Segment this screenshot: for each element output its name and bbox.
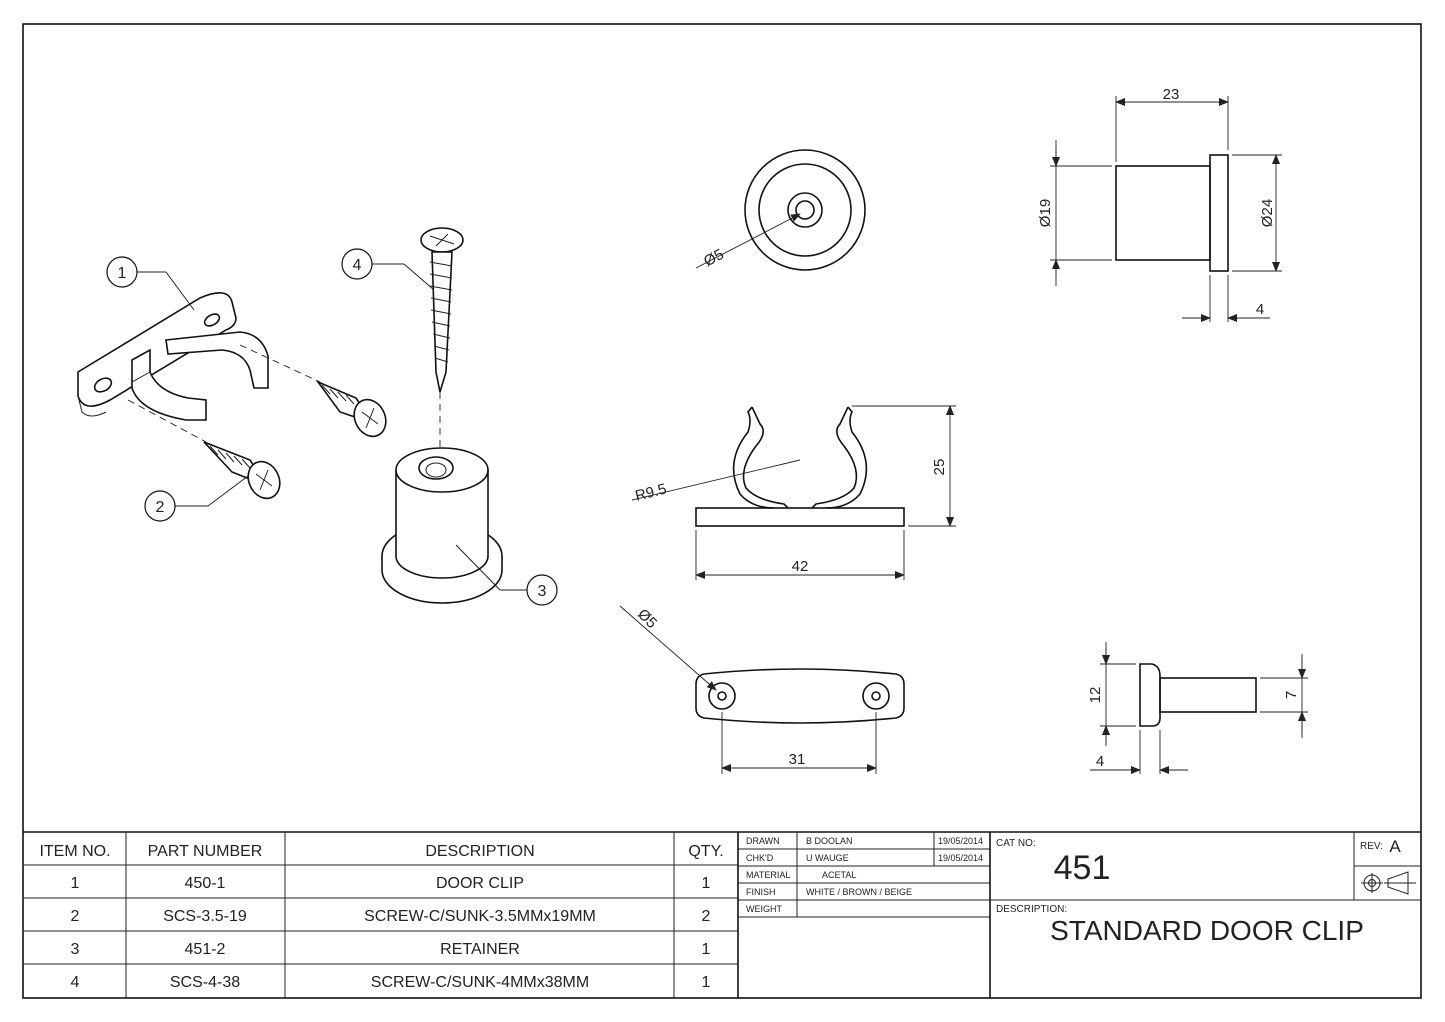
dim-base: 42	[792, 558, 809, 575]
bom-row-1-item: 1	[71, 875, 80, 892]
dim-height: 25	[931, 459, 948, 476]
clip-front-view	[631, 405, 956, 580]
bom-row-4-item: 4	[71, 974, 80, 991]
material-value: ACETAL	[822, 870, 856, 880]
bom-table	[23, 831, 739, 998]
balloon-3: 3	[455, 544, 558, 606]
weight-label: WEIGHT	[746, 904, 782, 914]
bom-header-desc: DESCRIPTION	[425, 843, 534, 860]
finish-value: WHITE / BROWN / BEIGE	[806, 887, 912, 897]
bom-row-1-desc: DOOR CLIP	[436, 875, 524, 892]
checked-name: U WAUGE	[806, 853, 849, 863]
rev-label: REV:	[1360, 841, 1383, 852]
drawn-name: B DOOLAN	[806, 836, 853, 846]
balloon-4: 4	[341, 248, 435, 291]
cat-no-value: 451	[1054, 849, 1111, 887]
material-label: MATERIAL	[746, 870, 790, 880]
bom-row-3-item: 3	[71, 941, 80, 958]
drawn-date: 19/05/2014	[938, 836, 983, 846]
clip-axis-1	[239, 344, 321, 383]
projection-symbol-icon	[1361, 871, 1416, 895]
sheet-border	[22, 23, 1422, 999]
iso-screw-long	[420, 227, 464, 393]
svg-text:2: 2	[156, 499, 165, 516]
checked-label: CHK'D	[746, 853, 774, 863]
dim-width: 23	[1163, 86, 1180, 103]
bom-row-3-part: 451-2	[185, 941, 226, 958]
bom-row-3-qty: 1	[702, 941, 711, 958]
dim-side-pin: 7	[1283, 691, 1300, 699]
dim-hole: Ø5	[634, 606, 660, 632]
description-value: STANDARD DOOR CLIP	[1050, 915, 1364, 946]
dim-flange: 4	[1256, 301, 1264, 318]
dim-side-flange: 4	[1096, 753, 1104, 770]
svg-text:1: 1	[118, 265, 127, 282]
dim-side-height: 12	[1087, 687, 1104, 704]
bom-row-2-item: 2	[71, 908, 80, 925]
iso-door-clip	[77, 292, 269, 421]
iso-retainer	[381, 447, 503, 604]
checked-date: 19/05/2014	[938, 853, 983, 863]
bom-row-4-qty: 1	[702, 974, 711, 991]
iso-screw-lower	[203, 441, 281, 500]
retainer-top-view	[695, 149, 866, 271]
rev-value: A	[1389, 837, 1401, 856]
clip-plan-view	[619, 605, 905, 774]
bom-row-1-qty: 1	[702, 875, 711, 892]
bom-row-1-part: 450-1	[185, 875, 226, 892]
dim-outer-dia: Ø24	[1259, 199, 1276, 227]
svg-text:3: 3	[538, 583, 547, 600]
bom-row-2-part: SCS-3.5-19	[163, 908, 247, 925]
bom-header-item: ITEM NO.	[39, 843, 110, 860]
dim-inner-dia: Ø19	[1037, 199, 1054, 227]
bom-header-qty: QTY.	[688, 843, 723, 860]
dim-top-center: Ø5	[701, 246, 727, 270]
balloon-1: 1	[106, 256, 195, 311]
dim-radius: R9.5	[633, 481, 668, 505]
iso-screw-upper	[315, 380, 387, 438]
bom-row-2-desc: SCREW-C/SUNK-3.5MMx19MM	[364, 908, 596, 925]
balloon-2: 2	[144, 475, 249, 522]
clip-side-view	[1090, 642, 1308, 774]
svg-text:4: 4	[353, 257, 362, 274]
description-label: DESCRIPTION:	[996, 904, 1067, 915]
title-block-grid	[738, 831, 1421, 998]
bom-row-3-desc: RETAINER	[440, 941, 520, 958]
finish-label: FINISH	[746, 887, 776, 897]
clip-axis-2	[127, 399, 207, 443]
cat-no-label: CAT NO:	[996, 838, 1036, 849]
bom-row-4-part: SCS-4-38	[170, 974, 240, 991]
bom-row-4-desc: SCREW-C/SUNK-4MMx38MM	[371, 974, 589, 991]
dim-holes: 31	[789, 751, 806, 768]
drawn-label: DRAWN	[746, 836, 780, 846]
bom-header-part: PART NUMBER	[148, 843, 263, 860]
retainer-side-view	[1050, 96, 1282, 322]
bom-row-2-qty: 2	[702, 908, 711, 925]
